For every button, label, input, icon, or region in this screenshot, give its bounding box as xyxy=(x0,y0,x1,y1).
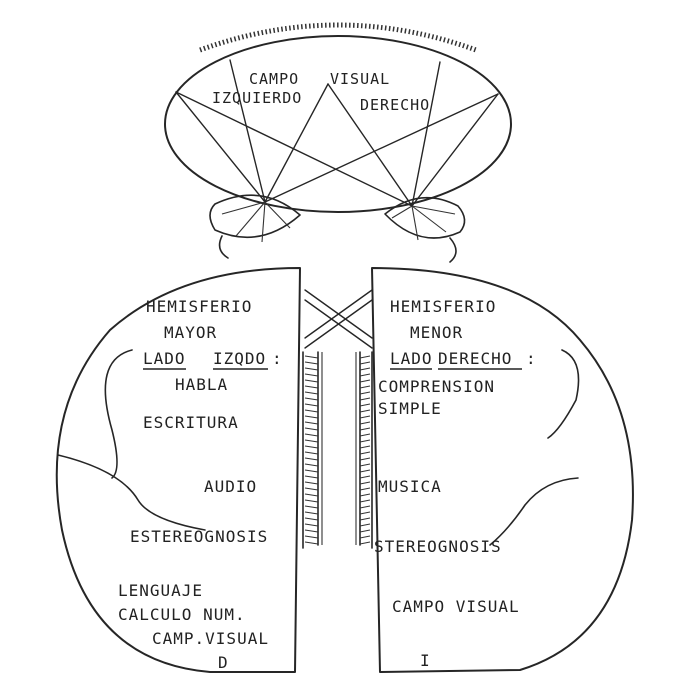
left-side-colon: : xyxy=(272,349,283,368)
left-function-estereognosis: ESTEREOGNOSIS xyxy=(130,527,268,546)
corpus-callosum xyxy=(303,352,372,548)
right-function-stereognosis: STEREOGNOSIS xyxy=(374,537,502,556)
left-eye xyxy=(210,195,300,258)
right-function-musica: MUSICA xyxy=(378,477,442,496)
left-function-audio: AUDIO xyxy=(204,477,257,496)
visual-field-right-label: DERECHO xyxy=(360,96,430,114)
left-function-lenguaje: LENGUAJE xyxy=(118,581,203,600)
right-function-simple: SIMPLE xyxy=(378,399,442,418)
right-hemisphere-letter: I xyxy=(420,651,431,670)
visual-field-title-2: VISUAL xyxy=(330,70,390,88)
visual-field-left-label: IZQUIERDO xyxy=(212,89,302,107)
left-function-campo-visual: CAMP.VISUAL xyxy=(152,629,269,648)
left-side-word-1: LADO xyxy=(143,349,186,368)
left-function-calculo: CALCULO NUM. xyxy=(118,605,246,624)
visual-field-labels: CAMPO VISUAL IZQUIERDO DERECHO xyxy=(212,70,430,114)
right-side-word-2: DERECHO xyxy=(438,349,512,368)
right-function-comprension: COMPRENSION xyxy=(378,377,495,396)
right-hemisphere-title: HEMISFERIO xyxy=(390,297,496,316)
visual-field xyxy=(165,25,511,212)
left-hemisphere-labels: HEMISFERIO MAYOR LADO IZQDO : HABLA ESCR… xyxy=(118,297,283,672)
visual-field-title-1: CAMPO xyxy=(249,70,299,88)
right-hemisphere-labels: HEMISFERIO MENOR LADO DERECHO : COMPRENS… xyxy=(374,297,537,670)
left-hemisphere-subtitle: MAYOR xyxy=(164,323,217,342)
left-function-habla: HABLA xyxy=(175,375,228,394)
visual-field-ellipse xyxy=(165,36,511,212)
left-function-escritura: ESCRITURA xyxy=(143,413,239,432)
left-side-word-2: IZQDO xyxy=(213,349,266,368)
visual-field-hatch xyxy=(200,25,476,50)
right-hemisphere-subtitle: MENOR xyxy=(410,323,463,342)
right-function-campo-visual: CAMPO VISUAL xyxy=(392,597,520,616)
optic-chiasm xyxy=(305,290,372,348)
left-hemisphere-title: HEMISFERIO xyxy=(146,297,252,316)
right-side-word-1: LADO xyxy=(390,349,433,368)
right-side-colon: : xyxy=(526,349,537,368)
left-hemisphere-letter: D xyxy=(218,653,229,672)
